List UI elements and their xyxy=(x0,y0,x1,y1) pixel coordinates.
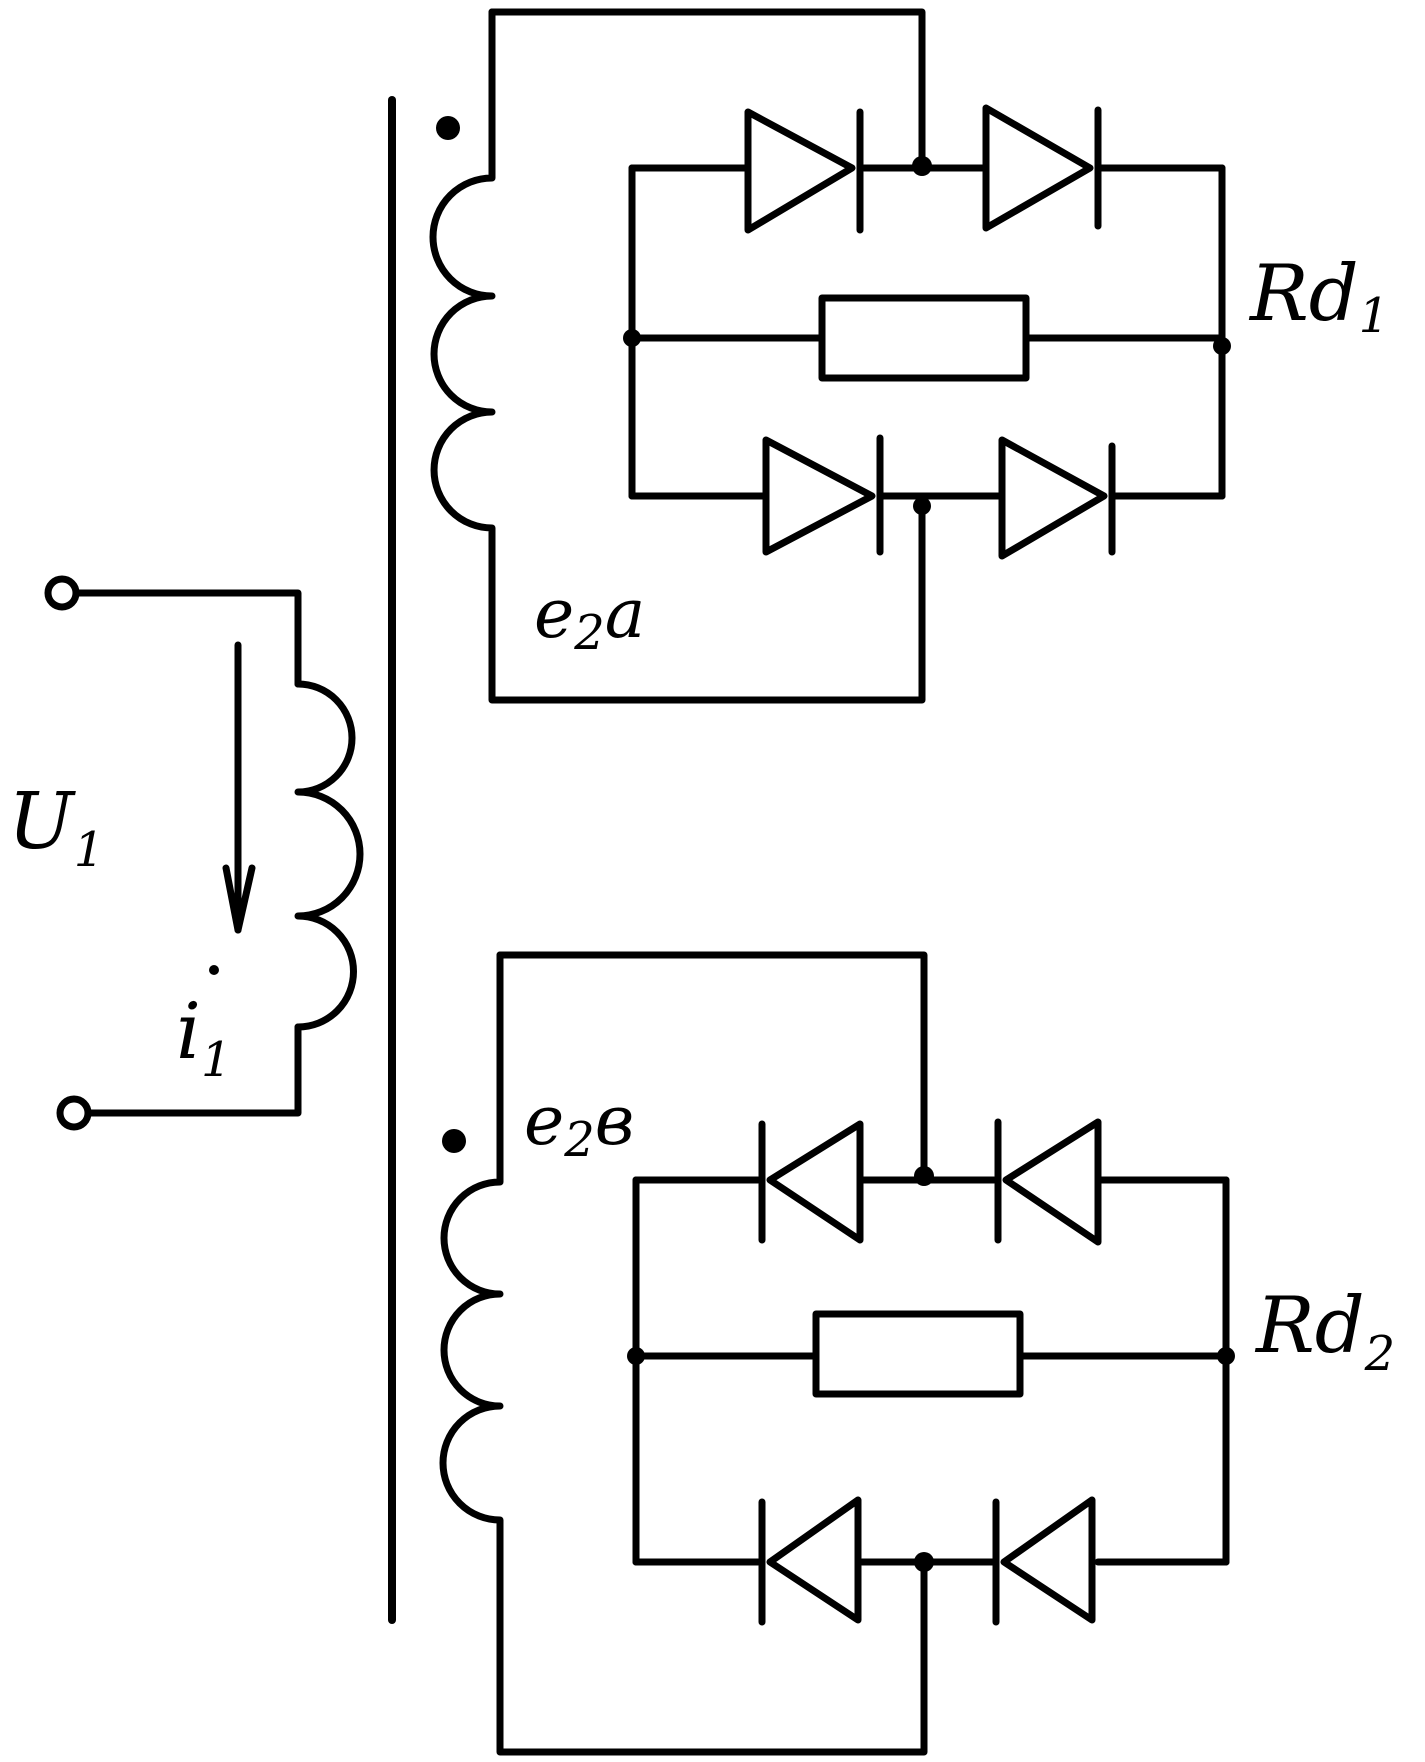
load-resistor-rd2 xyxy=(812,1310,1024,1398)
label-e2b-subscript: 2 xyxy=(563,1112,595,1168)
label-i1-subscript: 1 xyxy=(201,1032,232,1088)
primary-top-lead xyxy=(72,589,302,688)
winding-a-top-lead xyxy=(488,8,926,169)
svg-text:e2в: e2в xyxy=(524,1082,634,1168)
input-terminal-bottom xyxy=(56,1095,92,1131)
load2-left-node xyxy=(627,1347,645,1365)
label-rd1: Rd xyxy=(1248,249,1359,339)
diode-d4 xyxy=(998,436,1116,560)
winding-b-top-lead xyxy=(496,951,928,1178)
bridge-rectifier-2 xyxy=(627,1118,1235,1626)
label-e2a: e xyxy=(534,575,574,654)
primary-bottom-lead xyxy=(84,1023,302,1117)
bridge2-bottom-node xyxy=(914,1552,934,1572)
primary-polarity-dot xyxy=(209,965,219,975)
label-e2b-tail: в xyxy=(595,1082,635,1161)
label-i1: i xyxy=(176,987,201,1077)
label-e2a-subscript: 2 xyxy=(573,605,605,661)
bridge1-top-node xyxy=(912,156,932,176)
svg-text:Rd2: Rd2 xyxy=(1254,1281,1395,1382)
svg-text:Rd1: Rd1 xyxy=(1248,249,1389,344)
current-arrowhead xyxy=(222,864,256,934)
secondary-winding-b xyxy=(439,951,928,1756)
diode-d8 xyxy=(992,1496,1096,1626)
load1-right-node xyxy=(1213,337,1231,355)
primary-circuit xyxy=(44,575,364,1131)
polarity-dot-a xyxy=(436,116,460,140)
label-u1: U xyxy=(8,777,76,867)
label-e2a-tail: a xyxy=(605,575,646,654)
diode-d1 xyxy=(744,108,864,234)
diagram-labels: U1 i1 e2a e2в Rd1 Rd2 xyxy=(8,249,1395,1382)
bridge2-top-node xyxy=(914,1166,934,1186)
svg-text:U1: U1 xyxy=(8,777,104,878)
load1-left-node xyxy=(623,329,641,347)
load-resistor-rd1 xyxy=(818,294,1030,382)
input-terminal-top xyxy=(44,575,80,611)
label-e2b: e xyxy=(524,1082,564,1161)
label-u1-subscript: 1 xyxy=(74,822,105,878)
diode-d6 xyxy=(994,1118,1102,1246)
label-rd1-subscript: 1 xyxy=(1359,288,1390,344)
bridge1-bottom-node xyxy=(913,497,931,515)
winding-a-coil xyxy=(429,8,926,704)
svg-text:i1: i1 xyxy=(176,987,232,1088)
bridge-rectifier-1 xyxy=(623,104,1231,560)
diode-d3 xyxy=(762,434,884,556)
diode-d7 xyxy=(758,1496,862,1626)
diode-d2 xyxy=(982,104,1102,232)
secondary-winding-a xyxy=(429,8,926,704)
diode-d5 xyxy=(758,1120,864,1244)
svg-text:e2a: e2a xyxy=(534,575,645,661)
primary-winding xyxy=(294,680,364,1031)
label-rd2-subscript: 2 xyxy=(1364,1326,1396,1382)
winding-b-coil xyxy=(439,951,928,1756)
load2-right-node xyxy=(1217,1347,1235,1365)
label-rd2: Rd xyxy=(1254,1281,1365,1371)
polarity-dot-b xyxy=(442,1129,466,1153)
